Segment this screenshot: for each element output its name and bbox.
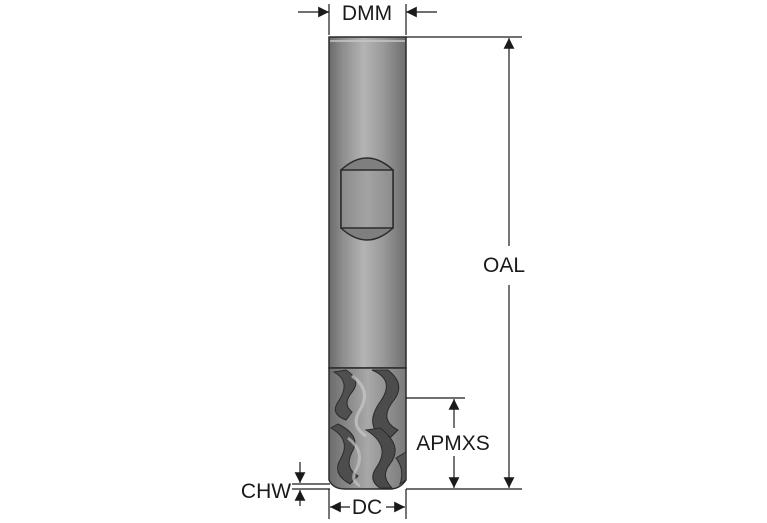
flute-2 <box>371 369 400 441</box>
land-highlight-2 <box>347 436 362 488</box>
end-mill-tool <box>328 36 407 490</box>
flute-1 <box>332 369 357 421</box>
label-oal: OAL <box>483 254 525 277</box>
label-dc: DC <box>352 496 382 519</box>
dimension-annotations <box>292 4 522 519</box>
label-dmm: DMM <box>342 2 392 25</box>
shank-flat <box>340 157 394 241</box>
label-apmxs: APMXS <box>416 432 490 455</box>
flute-5 <box>395 451 407 486</box>
fluted-section <box>328 367 407 490</box>
label-chw: CHW <box>241 480 291 503</box>
flute-4 <box>364 427 396 489</box>
land-highlight-1 <box>351 374 367 438</box>
dimension-labels: DMM OAL APMXS CHW DC <box>241 2 525 519</box>
